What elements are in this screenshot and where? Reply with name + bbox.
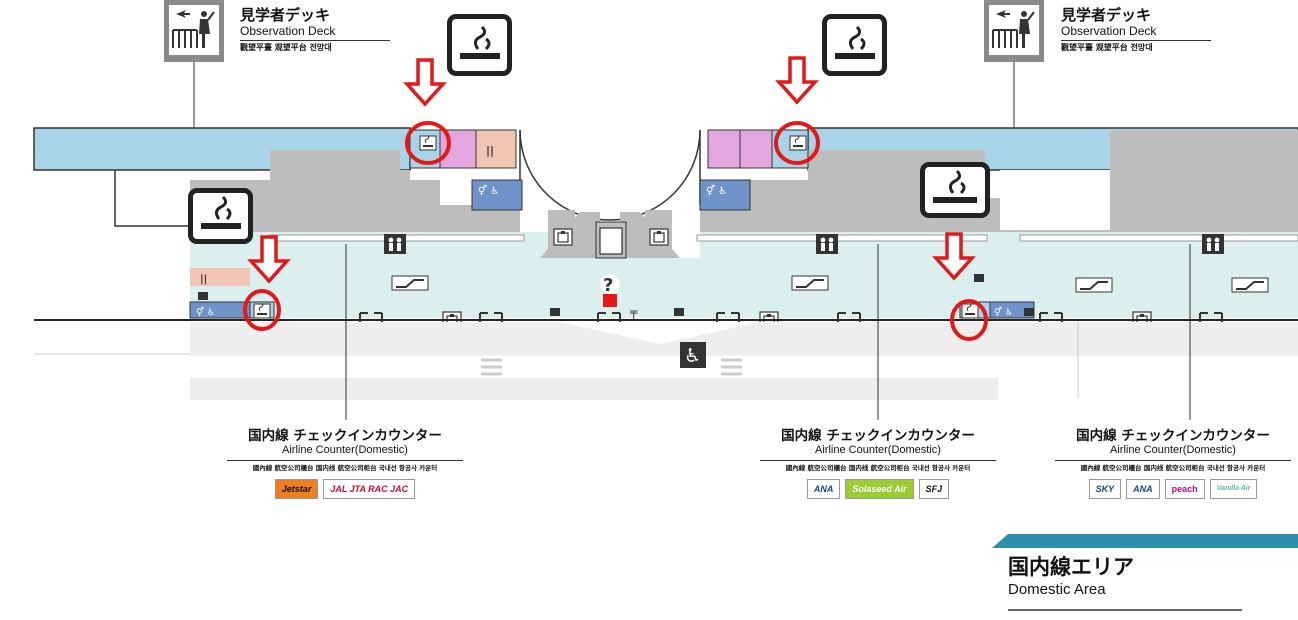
area-title-en: Domestic Area	[1008, 581, 1106, 598]
airline-logo-ana: ANA	[1126, 479, 1160, 499]
counter-title-jp: 国内線 チェックインカウンター	[248, 428, 442, 444]
wheelchair-icon: ♿	[680, 342, 706, 368]
deck-title-en: Observation Deck	[1061, 24, 1157, 38]
svg-text:?: ?	[603, 275, 613, 296]
airline-logo-jal: JAL JTA RAC JAC	[323, 479, 416, 499]
airline-logo-sky: SKY	[1088, 479, 1122, 499]
map-icons: || || ⚥ ♿ ⚥ ♿ ⚥ ♿ ⚥ ♿ ╤	[196, 135, 1269, 329]
airline-logo-peach: peach	[1164, 479, 1205, 499]
deck-title-jp: 見学者デッキ	[1061, 6, 1152, 24]
smoking-area-icon	[822, 14, 887, 76]
observation-deck-icon	[984, 0, 1044, 62]
checkin-counter-label-2: 国内線 チェックインカウンター Airline Counter(Domestic…	[753, 428, 1003, 499]
domestic-area-label: 国内線エリア Domestic Area	[1008, 554, 1134, 600]
svg-text:||: ||	[486, 144, 494, 157]
svg-text:⚥ ♿: ⚥ ♿	[478, 185, 499, 197]
smoking-highlights	[243, 121, 988, 341]
counter-title-jp: 国内線 チェックインカウンター	[781, 428, 975, 444]
svg-text:⚥ ♿: ⚥ ♿	[196, 306, 215, 318]
main-hall	[190, 232, 1298, 318]
area-title-jp: 国内線エリア	[1008, 555, 1134, 579]
deck-title-ml: 觀望平臺 观望平台 전망대	[240, 43, 332, 52]
checkin-counter-label-1: 国内線 チェックインカウンター Airline Counter(Domestic…	[220, 428, 470, 499]
airline-logo-solaseed: Solaseed Air	[845, 479, 914, 499]
concourse-gray	[190, 130, 1298, 232]
observation-deck-label-left: 見学者デッキ Observation Deck 觀望平臺 观望平台 전망대	[240, 6, 390, 53]
airline-logo-ana: ANA	[806, 479, 841, 499]
deck-title-jp: 見学者デッキ	[240, 6, 331, 24]
counter-title-ml: 國內線 航空公司櫃台 国内线 航空公司柜台 국내선 항공사 카운터	[785, 464, 971, 472]
svg-text:╤: ╤	[629, 305, 638, 319]
smoking-area-icon	[447, 14, 512, 76]
deck-title-ml: 觀望平臺 观望平台 전망대	[1061, 43, 1153, 52]
counter-title-jp: 国内線 チェックインカウンター	[1076, 428, 1270, 444]
counter-title-ml: 國內線 航空公司櫃台 国内线 航空公司柜台 국내선 항공사 카운터	[1080, 464, 1266, 472]
smoking-area-icon	[188, 188, 253, 244]
information-icon: ?	[600, 274, 620, 307]
svg-text:||: ||	[200, 274, 207, 285]
svg-text:♿: ♿	[684, 345, 701, 367]
airline-logo-vanilla: Vanilla Air	[1209, 479, 1258, 499]
airline-logo-jetstar: Jetstar	[274, 479, 319, 499]
svg-text:⚥ ♿: ⚥ ♿	[994, 306, 1013, 318]
counter-title-en: Airline Counter(Domestic)	[282, 444, 408, 456]
counter-title-en: Airline Counter(Domestic)	[1110, 444, 1236, 456]
smoking-area-icon	[920, 162, 990, 218]
counter-title-en: Airline Counter(Domestic)	[815, 444, 941, 456]
svg-text:⚥ ♿: ⚥ ♿	[706, 185, 727, 197]
counter-title-ml: 國內線 航空公司櫃台 国内线 航空公司柜台 국내선 항공사 카운터	[252, 464, 438, 472]
deck-title-en: Observation Deck	[240, 24, 336, 38]
checkin-counter-label-3: 国内線 チェックインカウンター Airline Counter(Domestic…	[1048, 428, 1298, 499]
observation-deck-icon	[164, 0, 224, 62]
observation-deck-label-right: 見学者デッキ Observation Deck 觀望平臺 观望平台 전망대	[1061, 6, 1211, 53]
airline-logo-sfj: SFJ	[918, 479, 950, 499]
